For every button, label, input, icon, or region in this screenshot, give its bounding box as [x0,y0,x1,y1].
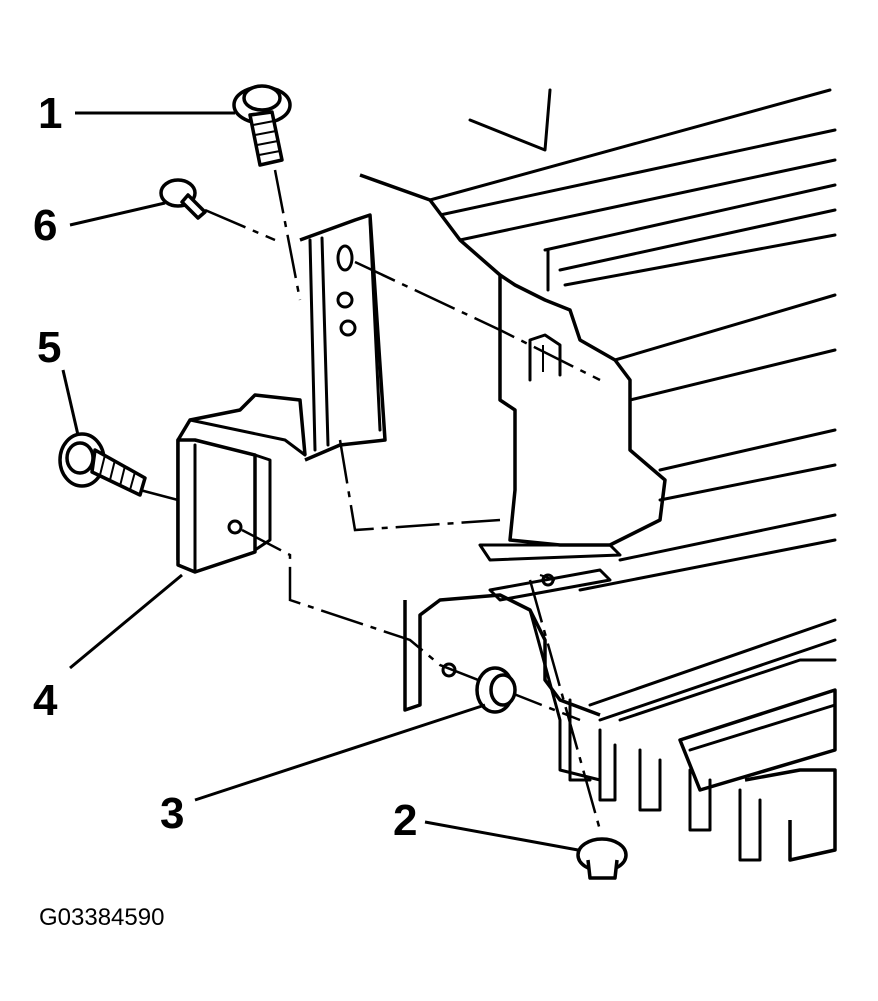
body-panel [359,88,837,862]
callout-4: 4 [33,676,58,725]
callout-5: 5 [37,323,61,372]
alignment-lines [139,169,602,831]
bolt-small [159,178,207,220]
figure-id: G03384590 [39,904,164,931]
callout-6: 6 [33,201,57,250]
bolt-side [58,432,147,497]
leader-lines [61,111,579,852]
bolt-top [232,84,292,167]
callout-1: 1 [38,89,62,138]
bracket [176,213,387,574]
nut-bottom [576,837,628,880]
callout-2: 2 [393,796,417,845]
callout-3: 3 [160,789,184,838]
nut-flange [441,662,517,714]
